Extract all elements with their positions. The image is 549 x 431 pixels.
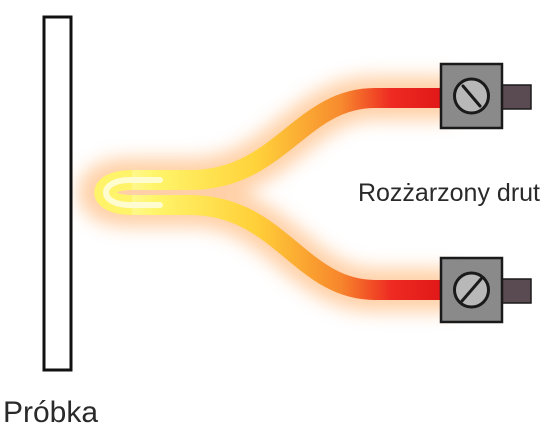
wire-upper-strand xyxy=(130,88,442,190)
screw-slot xyxy=(460,277,483,303)
sample-bar xyxy=(42,15,73,372)
sample-label: Próbka xyxy=(3,396,98,429)
wire-label: Rozżarzony drut xyxy=(358,179,540,207)
screw-terminal-bottom xyxy=(439,256,532,324)
wire-core-highlight xyxy=(103,177,163,208)
terminal-stub-bottom xyxy=(500,278,532,304)
wire-lower-strand xyxy=(130,195,442,300)
screw-slot xyxy=(461,84,482,108)
terminal-stub-top xyxy=(500,84,532,110)
screw-terminal-top xyxy=(439,62,532,130)
